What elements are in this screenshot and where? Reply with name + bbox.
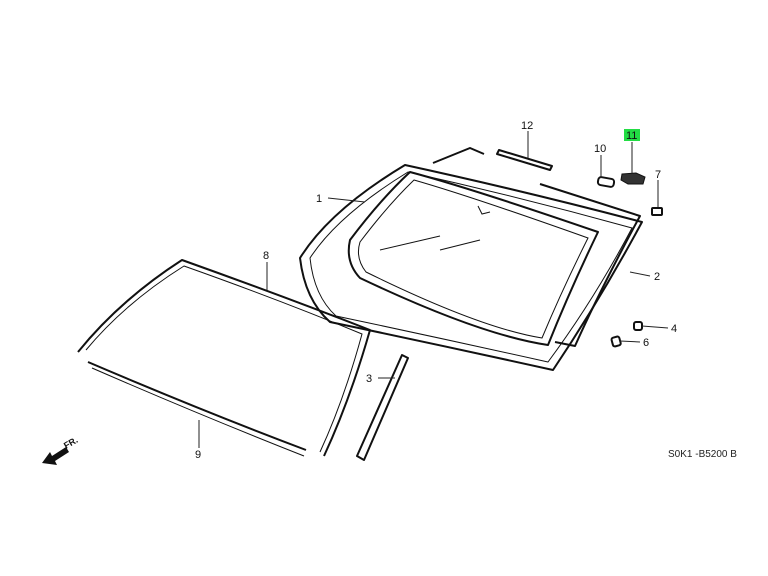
label-12: 12 bbox=[521, 120, 533, 132]
part-12-strip[interactable] bbox=[496, 149, 553, 171]
label-2: 2 bbox=[654, 271, 660, 283]
part-9-lower-molding[interactable] bbox=[87, 361, 307, 451]
diagram-code: S0K1 -B5200 B bbox=[668, 449, 737, 460]
part-7-spacer[interactable] bbox=[651, 207, 663, 216]
label-11[interactable]: 11 bbox=[626, 130, 637, 142]
part-4-spacer[interactable] bbox=[633, 321, 643, 331]
label-7: 7 bbox=[655, 169, 661, 181]
label-4: 4 bbox=[671, 323, 677, 335]
part-3-side-strip[interactable] bbox=[356, 354, 409, 461]
part-8-side-molding[interactable] bbox=[77, 259, 371, 457]
label-3: 3 bbox=[366, 373, 372, 385]
part-2-dam-rubber[interactable] bbox=[347, 171, 641, 347]
part-1-windshield-glass[interactable] bbox=[299, 164, 643, 371]
label-8: 8 bbox=[263, 250, 269, 262]
label-10: 10 bbox=[594, 143, 606, 155]
part-6-spacer[interactable] bbox=[610, 335, 622, 348]
part-10-clip[interactable] bbox=[596, 176, 616, 188]
label-9: 9 bbox=[195, 449, 201, 461]
part-11-fastener[interactable] bbox=[620, 172, 646, 185]
label-6: 6 bbox=[643, 337, 649, 349]
upper-molding-strip[interactable] bbox=[432, 147, 485, 164]
highlight-11 bbox=[624, 129, 640, 141]
front-arrow: FR. bbox=[42, 435, 80, 465]
label-1: 1 bbox=[316, 193, 322, 205]
leader-lines bbox=[198, 131, 669, 448]
arrow-icon bbox=[42, 447, 69, 465]
svg-text:FR.: FR. bbox=[62, 435, 80, 451]
